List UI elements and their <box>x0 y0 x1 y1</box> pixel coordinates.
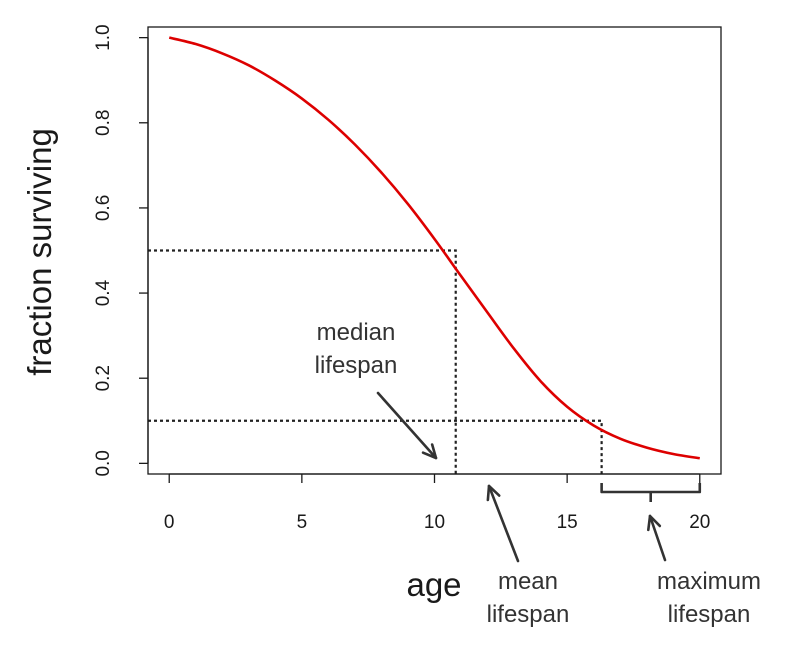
median-reference-line <box>148 249 457 474</box>
maximum-lifespan-label-line: maximum <box>657 568 761 595</box>
median-arrow-shaft <box>376 391 438 460</box>
series-layer <box>168 36 700 460</box>
maximum-arrow <box>647 514 667 562</box>
mean-lifespan-label-line: lifespan <box>487 601 570 628</box>
median-lifespan-label-line: median <box>317 319 396 346</box>
maximum-arrow-shaft <box>648 514 667 562</box>
y-tick-label: 0.2 <box>93 365 114 391</box>
mean-arrow <box>486 484 520 563</box>
x-tick-label: 5 <box>297 512 308 533</box>
y-tick-label: 0.0 <box>93 450 114 476</box>
reference-lines <box>148 249 603 474</box>
annotations: median lifespan mean lifespan maximum lifespa… <box>315 319 761 628</box>
maximum-arrow-head <box>647 514 662 532</box>
maximum-reference-line <box>148 419 603 474</box>
x-tick-label: 0 <box>164 512 175 533</box>
median-lifespan-label-line: lifespan <box>315 352 398 379</box>
maximum-bracket <box>600 483 702 494</box>
mean-lifespan-label-line: mean <box>498 568 558 595</box>
y-tick-label: 0.4 <box>93 279 114 306</box>
mean-arrow-shaft <box>487 484 520 563</box>
axes: 0 5 10 15 20 0.0 0.2 0.4 0.6 0.8 1.0 <box>93 24 710 533</box>
x-axis-title: age <box>406 566 461 603</box>
x-tick-label: 15 <box>557 512 578 533</box>
y-tick-label: 1.0 <box>93 24 114 50</box>
maximum-lifespan-label-line: lifespan <box>668 601 751 628</box>
y-tick-label: 0.8 <box>93 110 114 136</box>
mean-arrow-head <box>486 484 501 502</box>
x-tick-label: 10 <box>424 512 445 533</box>
median-arrow-head <box>421 443 438 460</box>
x-tick-label: 20 <box>689 512 710 533</box>
median-arrow <box>376 391 438 460</box>
y-tick-label: 0.6 <box>93 195 114 221</box>
y-axis-title: fraction surviving <box>21 128 58 376</box>
survival-curve <box>168 36 700 460</box>
